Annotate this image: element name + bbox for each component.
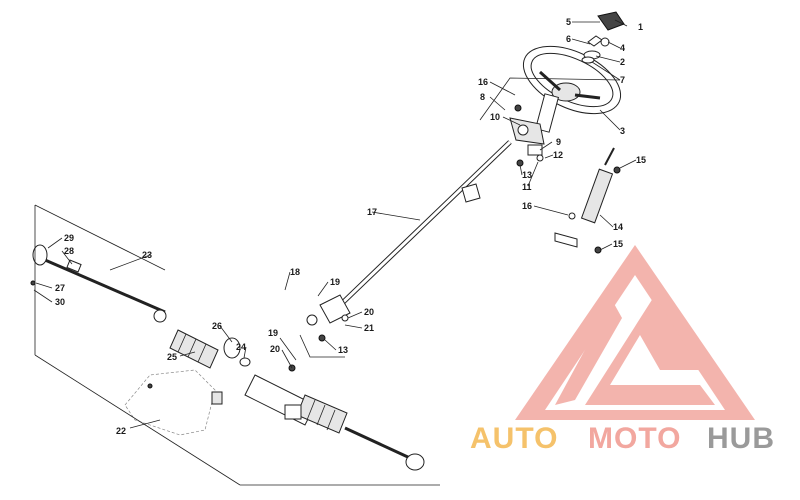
callout-13-upper: 13 (522, 170, 532, 180)
rack-housing (244, 364, 425, 471)
callout-6: 6 (566, 34, 571, 44)
callout-20-upper: 20 (364, 307, 374, 317)
callout-28: 28 (64, 246, 74, 256)
callout-19-upper: 19 (330, 277, 340, 287)
group-bracket-column (479, 77, 621, 121)
callout-4: 4 (620, 43, 625, 53)
callout-11: 11 (522, 182, 532, 192)
callout-16-upper: 16 (478, 77, 488, 87)
callout-13-lower: 13 (338, 345, 348, 355)
callout-29: 29 (64, 233, 74, 243)
callout-30: 30 (55, 297, 65, 307)
callout-12: 12 (553, 150, 563, 160)
callout-27: 27 (55, 283, 65, 293)
callout-5: 5 (566, 17, 571, 27)
tie-rod-assembly (30, 244, 167, 323)
callout-23: 23 (142, 250, 152, 260)
callout-26: 26 (212, 321, 222, 331)
rack-boot (169, 329, 251, 369)
callout-16-lower: 16 (522, 201, 532, 211)
callout-15-lower: 15 (613, 239, 623, 249)
callout-20-lower: 20 (270, 344, 280, 354)
callout-7: 7 (620, 75, 625, 85)
callout-22: 22 (116, 426, 126, 436)
logo-word-hub: HUB (707, 422, 775, 455)
callout-1: 1 (638, 22, 643, 32)
callout-3: 3 (620, 126, 625, 136)
logo-word-moto: MOTO (588, 422, 681, 455)
callout-8: 8 (480, 92, 485, 102)
steering-shaft (306, 140, 512, 342)
column-housing (509, 93, 560, 167)
callout-9: 9 (556, 137, 561, 147)
callout-15-upper: 15 (636, 155, 646, 165)
automotohub-logo (515, 245, 755, 420)
callout-19-lower: 19 (268, 328, 278, 338)
callout-24: 24 (236, 342, 246, 352)
callout-10: 10 (490, 112, 500, 122)
callout-2: 2 (620, 57, 625, 67)
mounting-bracket (124, 369, 223, 436)
callout-17: 17 (367, 207, 377, 217)
callout-21: 21 (364, 323, 374, 333)
callout-14: 14 (613, 222, 623, 232)
callout-18: 18 (290, 267, 300, 277)
callout-25: 25 (167, 352, 177, 362)
leader-lines (33, 19, 637, 429)
steering-damper (554, 147, 621, 254)
logo-word-auto: AUTO (470, 422, 558, 455)
steering-cap (581, 11, 625, 64)
